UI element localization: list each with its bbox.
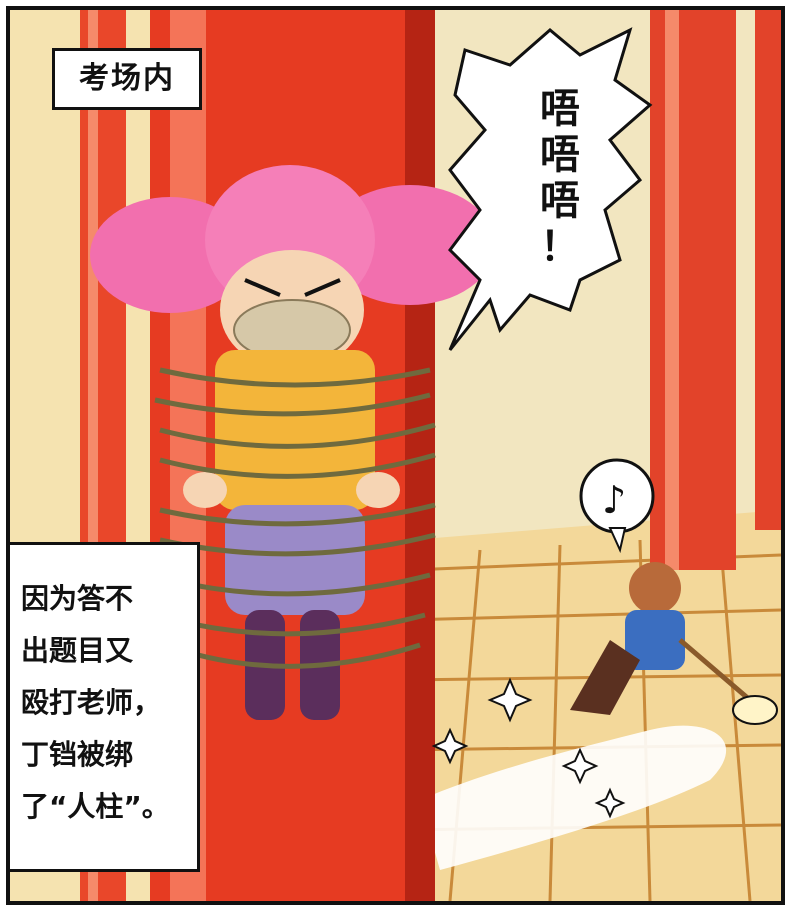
narration-line: 丁铛被绑 bbox=[21, 738, 134, 771]
speech-line: 唔 bbox=[540, 178, 580, 224]
narration-caption: 因为答不 出题目又 殴打老师， 丁铛被绑 了“人柱”。 bbox=[10, 542, 200, 872]
speech-line: 唔 bbox=[540, 132, 580, 178]
mop-handle bbox=[678, 638, 752, 702]
purple-pants bbox=[225, 505, 365, 615]
speech-bubble bbox=[448, 27, 653, 351]
mop-head bbox=[732, 695, 778, 725]
narration-line: 因为答不 bbox=[21, 582, 134, 615]
right-pillar bbox=[650, 10, 736, 570]
boy-head bbox=[629, 562, 681, 614]
clean-floor-streak bbox=[420, 725, 727, 870]
speech-line: 唔 bbox=[540, 86, 580, 132]
boy-shirt bbox=[625, 610, 685, 670]
speech-line: ！ bbox=[540, 224, 580, 270]
ropes bbox=[154, 367, 436, 669]
music-note-icon: ♪ bbox=[602, 478, 627, 522]
yellow-shirt bbox=[215, 350, 375, 510]
speech-bubble-text: 唔 唔 唔 ！ bbox=[536, 86, 584, 270]
narration-line: 出题目又 bbox=[21, 634, 134, 667]
comic-panel: 考场内 唔 唔 唔 ！ ♪ 因为答不 出题目又 殴打老师， 丁铛被绑 了“人柱”… bbox=[6, 6, 785, 905]
boy-leg bbox=[570, 640, 640, 715]
location-caption: 考场内 bbox=[52, 48, 202, 110]
sparkles bbox=[431, 677, 626, 819]
narration-line: 殴打老师， bbox=[21, 686, 162, 719]
narration-line: 了“人柱”。 bbox=[21, 790, 170, 823]
